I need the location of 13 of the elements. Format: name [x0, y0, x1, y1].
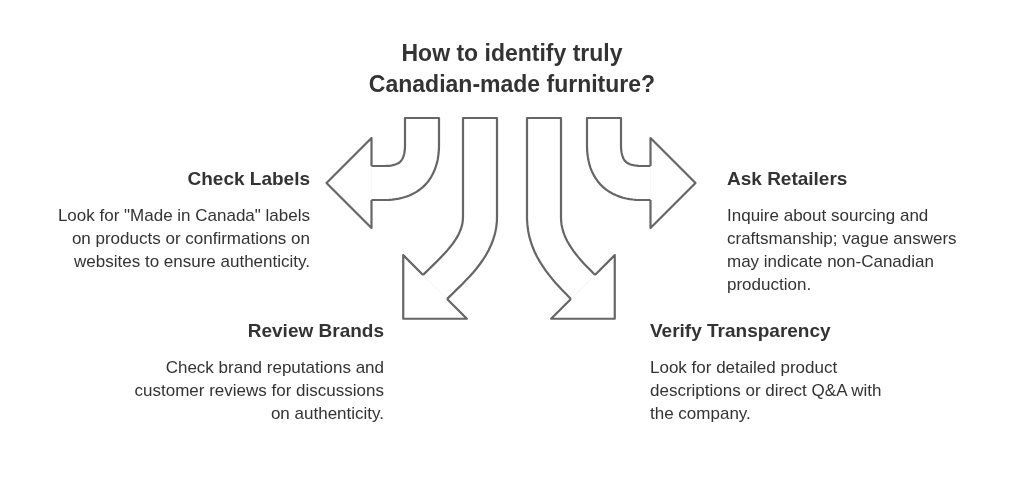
step-heading: Ask Retailers — [727, 168, 849, 190]
curved-arrow — [325, 116, 441, 230]
step-description: Look for "Made in Canada" labels on products or confirmations on websites to ensure authenticity. — [56, 205, 310, 273]
curved-arrow — [525, 116, 616, 320]
curved-arrow — [585, 116, 697, 230]
step-description: Inquire about sourcing and craftsmanship; vague answers may indicate non-Canadian production. — [727, 205, 958, 296]
curved-arrow — [402, 116, 499, 320]
step-heading: Review Brands — [246, 320, 384, 342]
title-text: How to identify truly Canadian-made furniture? — [367, 39, 657, 99]
step-heading: Verify Transparency — [650, 320, 832, 342]
step-description: Look for detailed product descriptions or direct Q&A with the company. — [650, 357, 883, 425]
step-description: Check brand reputations and customer reviews for discussions on authenticity. — [134, 357, 384, 425]
step-heading: Check Labels — [186, 168, 310, 190]
